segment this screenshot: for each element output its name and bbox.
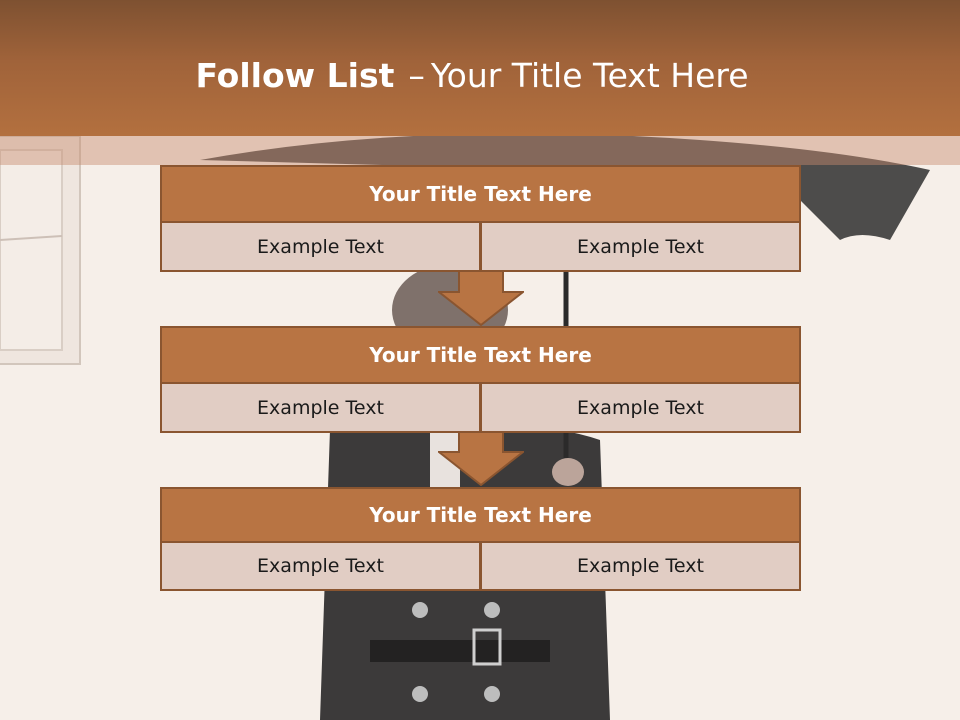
step-row: Example Text Example Text	[160, 384, 801, 433]
title-bold: Follow List	[195, 56, 395, 95]
down-arrow-icon	[438, 430, 524, 486]
step-cell-left: Example Text	[160, 223, 481, 272]
window-frame	[0, 135, 81, 365]
step-block-1: Your Title Text Here Example Text Exampl…	[160, 165, 801, 272]
down-arrow-icon	[438, 270, 524, 326]
step-cell-right: Example Text	[481, 384, 801, 433]
step-row: Example Text Example Text	[160, 223, 801, 272]
step-row: Example Text Example Text	[160, 543, 801, 591]
step-cell-left: Example Text	[160, 543, 481, 591]
header-band	[0, 0, 960, 136]
title-separator: –	[408, 56, 425, 95]
umbrella	[200, 133, 930, 240]
step-block-3: Your Title Text Here Example Text Exampl…	[160, 487, 801, 591]
step-cell-right: Example Text	[481, 223, 801, 272]
step-cell-right: Example Text	[481, 543, 801, 591]
step-cell-left: Example Text	[160, 384, 481, 433]
step-title: Your Title Text Here	[160, 487, 801, 543]
header-strip	[0, 136, 960, 165]
step-block-2: Your Title Text Here Example Text Exampl…	[160, 326, 801, 433]
title-rest: Your Title Text Here	[430, 56, 749, 95]
step-title: Your Title Text Here	[160, 165, 801, 223]
slide-title: Follow List–Your Title Text Here	[0, 54, 944, 98]
step-title: Your Title Text Here	[160, 326, 801, 384]
